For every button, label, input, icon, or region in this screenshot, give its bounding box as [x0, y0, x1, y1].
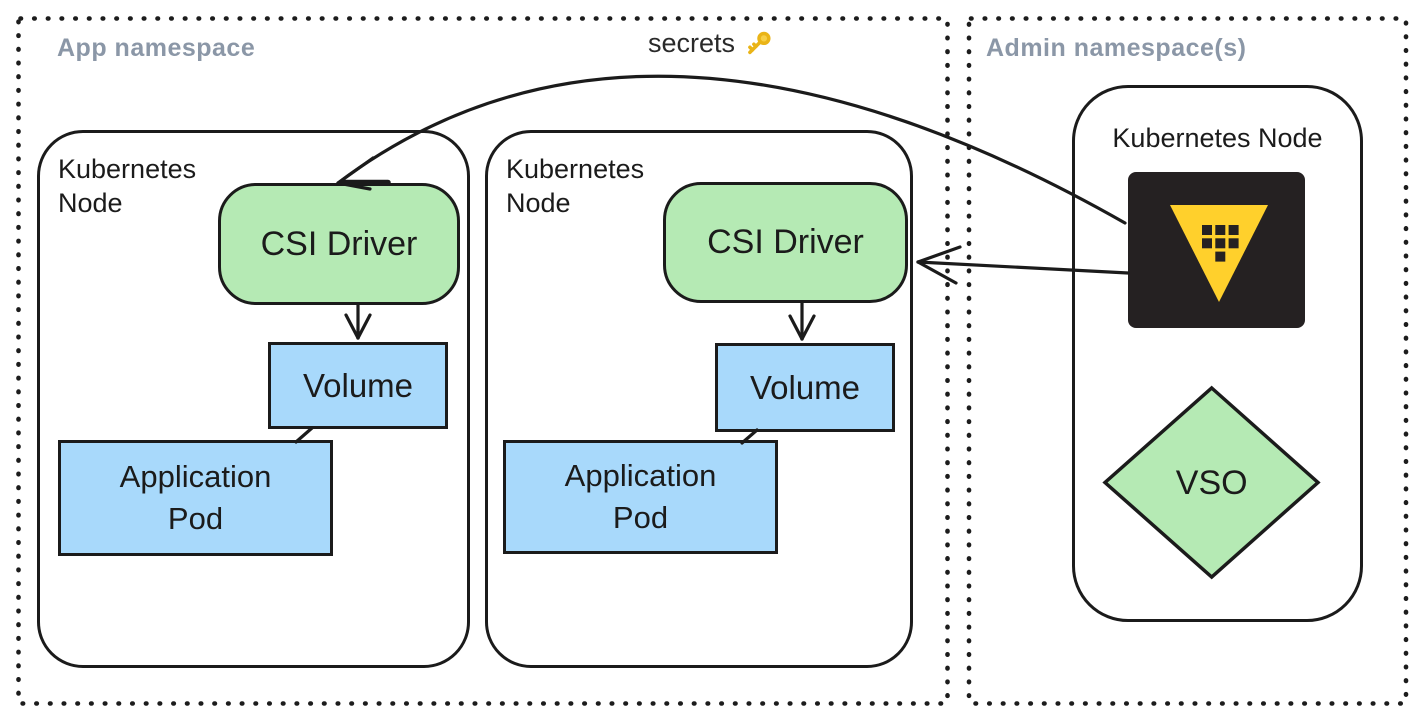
vso-diamond: VSO	[1102, 385, 1321, 580]
admin-namespace-label: Admin namespace(s)	[986, 34, 1247, 62]
secrets-label: secrets	[648, 28, 736, 58]
vso-label: VSO	[1176, 464, 1248, 502]
kubernetes-node-1-label: Kubernetes Node	[58, 154, 197, 218]
application-pod-box-1: Application Pod	[58, 440, 333, 556]
csi-driver-box-2: CSI Driver	[663, 182, 908, 303]
vault-logo-icon	[1128, 172, 1305, 328]
application-pod-box-2: Application Pod	[503, 440, 778, 554]
secrets-label-group: secrets	[648, 28, 773, 59]
volume-box-1: Volume	[268, 342, 448, 429]
csi-driver-box-1: CSI Driver	[218, 183, 460, 305]
kubernetes-node-admin-label: Kubernetes Node	[1112, 123, 1323, 153]
volume-box-2: Volume	[715, 343, 895, 432]
kubernetes-node-2-label: Kubernetes Node	[506, 154, 645, 218]
app-namespace-label: App namespace	[57, 34, 256, 62]
key-icon	[748, 31, 771, 54]
